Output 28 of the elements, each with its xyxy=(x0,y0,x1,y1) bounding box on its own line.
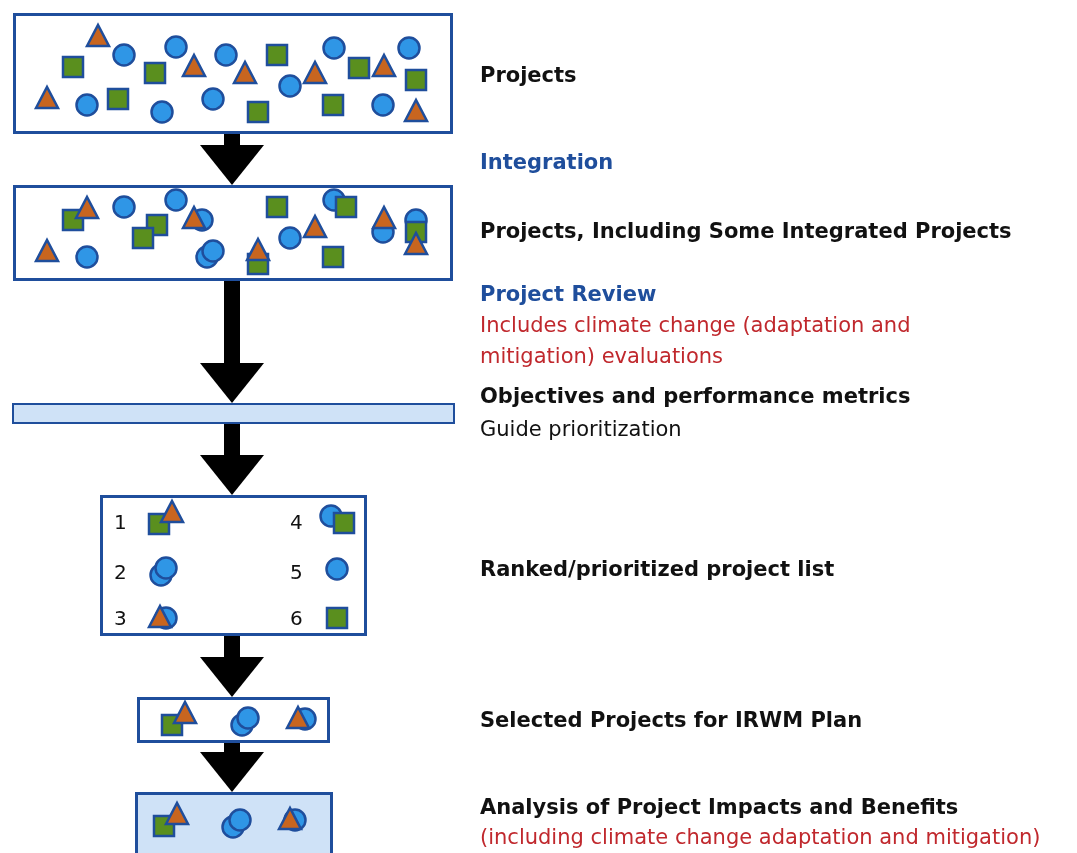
rank-number: 5 xyxy=(290,560,303,584)
process-box xyxy=(135,792,333,853)
note: Guide prioritization xyxy=(480,416,682,443)
stage-label: Analysis of Project Impacts and Benefits xyxy=(480,794,959,821)
stage-label: Projects xyxy=(480,62,577,89)
process-box xyxy=(13,185,453,281)
arrow xyxy=(200,424,264,495)
arrow xyxy=(200,636,264,697)
rank-number: 1 xyxy=(114,510,127,534)
process-box xyxy=(100,495,367,636)
step-label: Project Review xyxy=(480,281,657,308)
bar xyxy=(12,403,455,424)
rank-number: 3 xyxy=(114,606,127,630)
stage-label: Selected Projects for IRWM Plan xyxy=(480,707,863,734)
arrow xyxy=(200,134,264,185)
rank-number: 6 xyxy=(290,606,303,630)
process-box xyxy=(13,13,453,134)
arrow xyxy=(200,743,264,792)
stage-label: Objectives and performance metrics xyxy=(480,383,911,410)
step-label: Integration xyxy=(480,149,614,176)
rank-number: 4 xyxy=(290,510,303,534)
stage-label: Projects, Including Some Integrated Projects xyxy=(480,218,1012,245)
arrow xyxy=(200,281,264,403)
note: (including climate change adaptation and mitigation) xyxy=(480,824,1041,851)
note: Includes climate change (adaptation and mitigation) evaluations xyxy=(480,312,912,370)
rank-number: 2 xyxy=(114,560,127,584)
stage-label: Ranked/prioritized project list xyxy=(480,556,835,583)
process-box xyxy=(137,697,330,743)
